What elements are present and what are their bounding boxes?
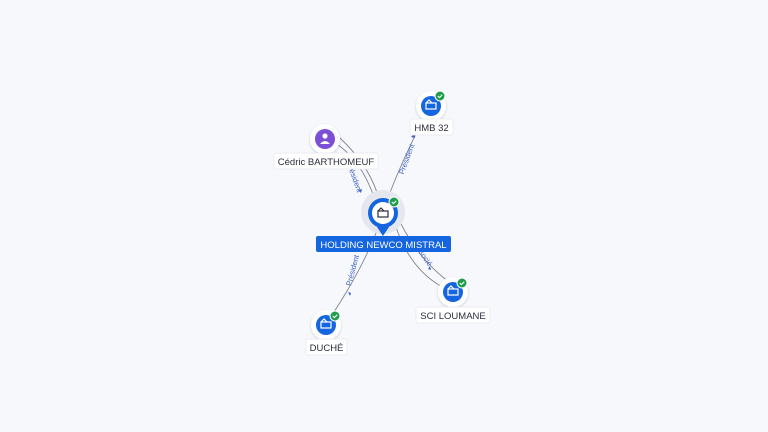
node-label-hmb32: HMB 32 — [414, 123, 448, 134]
building-icon — [320, 318, 332, 329]
pin-tail — [377, 227, 389, 236]
node-sci[interactable]: SCI LOUMANE — [415, 277, 491, 324]
node-duche[interactable]: DUCHÉ — [305, 310, 348, 356]
node-label-duche: DUCHÉ — [310, 343, 344, 354]
arrow-icon — [358, 189, 362, 193]
building-icon — [377, 207, 389, 218]
person-icon — [320, 133, 330, 144]
edge-label-hmb32: Président — [397, 142, 417, 176]
check-icon — [329, 310, 341, 322]
center-label-bg — [316, 236, 451, 252]
node-cedric[interactable]: Cédric BARTHOMEUF — [273, 124, 379, 170]
node-label-center: HOLDING NEWCO MISTRAL — [320, 240, 446, 251]
arrow-icon — [348, 292, 351, 296]
node-hmb32[interactable]: HMB 32 — [409, 90, 454, 136]
building-icon — [425, 99, 437, 110]
check-icon — [456, 277, 468, 289]
node-label-cedric: Cédric BARTHOMEUF — [278, 157, 375, 168]
node-center[interactable]: HOLDING NEWCO MISTRAL — [316, 190, 451, 252]
check-icon — [434, 90, 446, 102]
building-icon — [447, 285, 459, 296]
check-icon — [388, 196, 400, 208]
node-label-sci: SCI LOUMANE — [420, 311, 485, 322]
arrow-icon — [428, 266, 431, 270]
